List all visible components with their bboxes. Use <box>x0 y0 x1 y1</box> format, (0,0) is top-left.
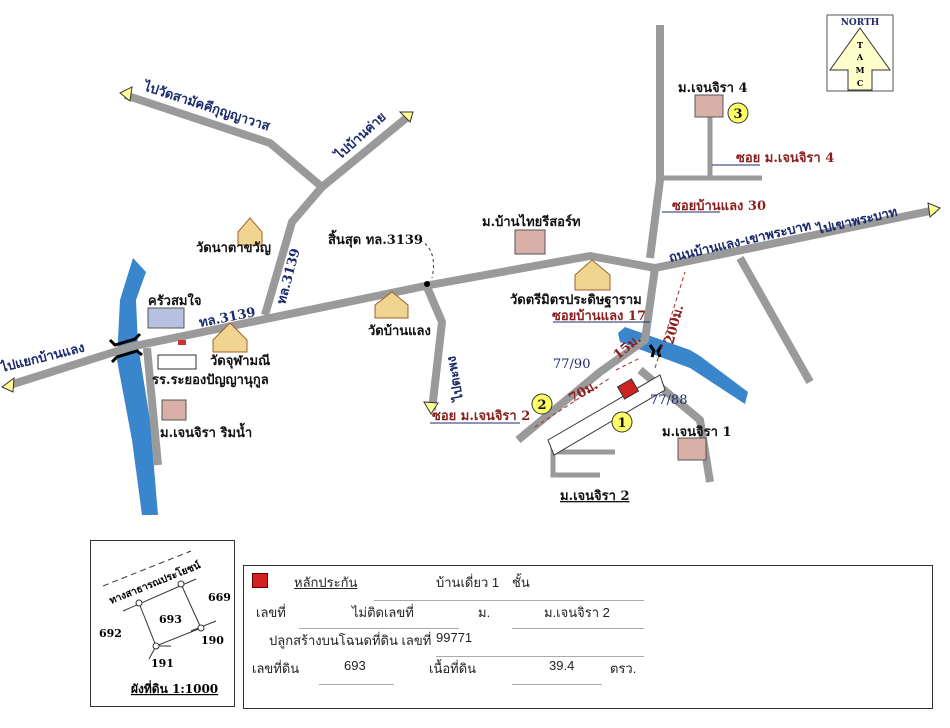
bridge-right-icon <box>648 344 664 358</box>
soi-30-road <box>646 25 664 259</box>
deed-label: ปลูกสร้างบนโฉนดที่ดิน เลขที่ <box>269 633 432 648</box>
label-jenjira-4: ม.เจนจิรา 4 <box>678 81 748 96</box>
land-no-label: เลขที่ดิน <box>252 661 300 676</box>
svg-text:A: A <box>856 52 864 62</box>
collateral-info-box: หลักประกัน บ้านเดี่ยว 1 ชั้น เลขที่ ไม่ต… <box>243 565 933 709</box>
deed-value: 99771 <box>436 630 473 645</box>
collateral-plot <box>616 378 640 400</box>
svg-text:190: 190 <box>201 634 224 647</box>
label-jenjira-2: ม.เจนจิรา 2 <box>560 489 630 504</box>
svg-text:669: 669 <box>208 591 231 604</box>
area-label: เนื้อที่ดิน <box>429 661 477 676</box>
collateral-color-swatch <box>252 573 268 588</box>
area-value: 39.4 <box>549 658 575 673</box>
label-dist-200: 200ม. <box>662 303 687 346</box>
village-label: ม. <box>478 605 491 620</box>
arrow-khao-phrabat-icon <box>927 202 941 218</box>
marker-1: 1 <box>611 411 633 433</box>
svg-text:C: C <box>857 78 863 88</box>
house-type: บ้านเดี่ยว 1 <box>436 575 500 590</box>
river-left <box>117 258 158 515</box>
house-icon <box>677 437 707 461</box>
label-ban-thai-resort: ม.บ้านไทยรีสอร์ท <box>482 213 581 230</box>
road-to-wat-samakkhi <box>123 91 325 191</box>
house-icon <box>161 399 187 421</box>
marker-3: 3 <box>727 102 749 124</box>
area-unit: ตรว. <box>610 661 637 676</box>
soi-17-road <box>515 267 659 444</box>
label-soi-ban-laeng-17: ซอยบ้านแลง 17 <box>552 308 646 324</box>
road-to-taphong <box>423 285 446 411</box>
label-end-3139: สิ้นสุด ทล.3139 <box>328 229 423 248</box>
label-to-khao-phrabat: ไปเขาพระบาท <box>813 203 899 238</box>
land-no-value: 693 <box>344 658 366 673</box>
label-jenjira-1: ม.เจนจิรา 1 <box>662 425 732 440</box>
temple-icon <box>574 259 611 291</box>
arrow-wat-samakkhi-icon <box>119 86 133 102</box>
main-road <box>8 206 936 389</box>
svg-text:M: M <box>856 65 865 75</box>
school-icon <box>157 340 197 370</box>
house-no-value: ไม่ติดเลขที่ <box>352 605 414 620</box>
arrow-taphong-icon <box>423 401 439 415</box>
row-houses <box>547 374 666 456</box>
road-jenjira2-a <box>550 445 600 478</box>
end-marker-dash <box>419 239 434 279</box>
arrow-left-icon <box>1 376 15 393</box>
dist-200-line <box>654 271 686 369</box>
label-jenjira-riverside: ม.เจนจิรา ริมน้ำ <box>160 422 252 441</box>
house-no-label: เลขที่ <box>256 605 286 620</box>
floors-label: ชั้น <box>512 575 530 590</box>
label-house-77-90: 77/90 <box>553 357 590 372</box>
scale-label: ผังที่ดิน 1:1000 <box>131 680 218 696</box>
house-icon <box>514 229 546 255</box>
road-to-ban-khai <box>261 111 413 317</box>
temple-icon <box>237 217 263 246</box>
village-value: ม.เจนจิรา 2 <box>544 605 610 620</box>
svg-text:2: 2 <box>537 398 546 413</box>
label-school: รร.ระยองปัญญานุกูล <box>152 373 269 388</box>
svg-text:1: 1 <box>617 416 626 431</box>
label-house-77-88: 77/88 <box>650 393 687 408</box>
svg-text:693: 693 <box>159 613 182 626</box>
house-icon <box>694 94 724 118</box>
label-krua-som-jai: ครัวสมใจ <box>148 292 201 309</box>
parcel-plan: ทางสาธารณประโยชน์ 693 669 692 190 191 ผั… <box>90 540 235 707</box>
label-wat-trimit: วัดตรีมิตรประดิษฐาราม <box>510 292 642 309</box>
collateral-label: หลักประกัน <box>294 575 358 590</box>
temple-icon <box>212 322 248 353</box>
location-map: 1 2 3 ไปวัดสามัคคีกุญญาวาส ไปบ้านค่าย วั… <box>0 14 941 515</box>
dist-15-line <box>615 357 641 371</box>
label-wat-na-ta-kwan: วัดนาตาขวัญ <box>196 241 271 256</box>
end-point-dot <box>424 281 430 287</box>
label-wat-chuphamani: วัดจุฬามณี <box>210 353 270 369</box>
svg-text:NORTH: NORTH <box>841 18 880 28</box>
svg-text:692: 692 <box>99 627 122 640</box>
restaurant-icon <box>147 307 185 329</box>
pointer-lines <box>430 164 760 424</box>
road-east-branch <box>736 256 814 384</box>
temple-icon <box>374 291 409 319</box>
svg-text:3: 3 <box>733 107 742 122</box>
label-soi-jenjira-2: ซอย ม.เจนจิรา 2 <box>432 409 530 424</box>
road-south-left <box>143 347 162 466</box>
label-wat-ban-laeng: วัดบ้านแลง <box>368 323 431 339</box>
label-to-taphong: ไปตะพง <box>442 355 467 404</box>
svg-text:191: 191 <box>151 657 174 670</box>
label-soi-jenjira-4: ซอย ม.เจนจิรา 4 <box>736 151 834 166</box>
svg-text:T: T <box>857 40 863 50</box>
north-arrow: NORTH T A M C <box>826 14 894 92</box>
north-arrow-icon <box>829 27 891 91</box>
marker-2: 2 <box>531 393 553 415</box>
arrow-ban-khai-icon <box>398 111 414 123</box>
label-soi-ban-laeng-30: ซอยบ้านแลง 30 <box>672 198 766 214</box>
dist-70-line <box>534 377 611 428</box>
bridge-left-icon <box>108 332 143 364</box>
